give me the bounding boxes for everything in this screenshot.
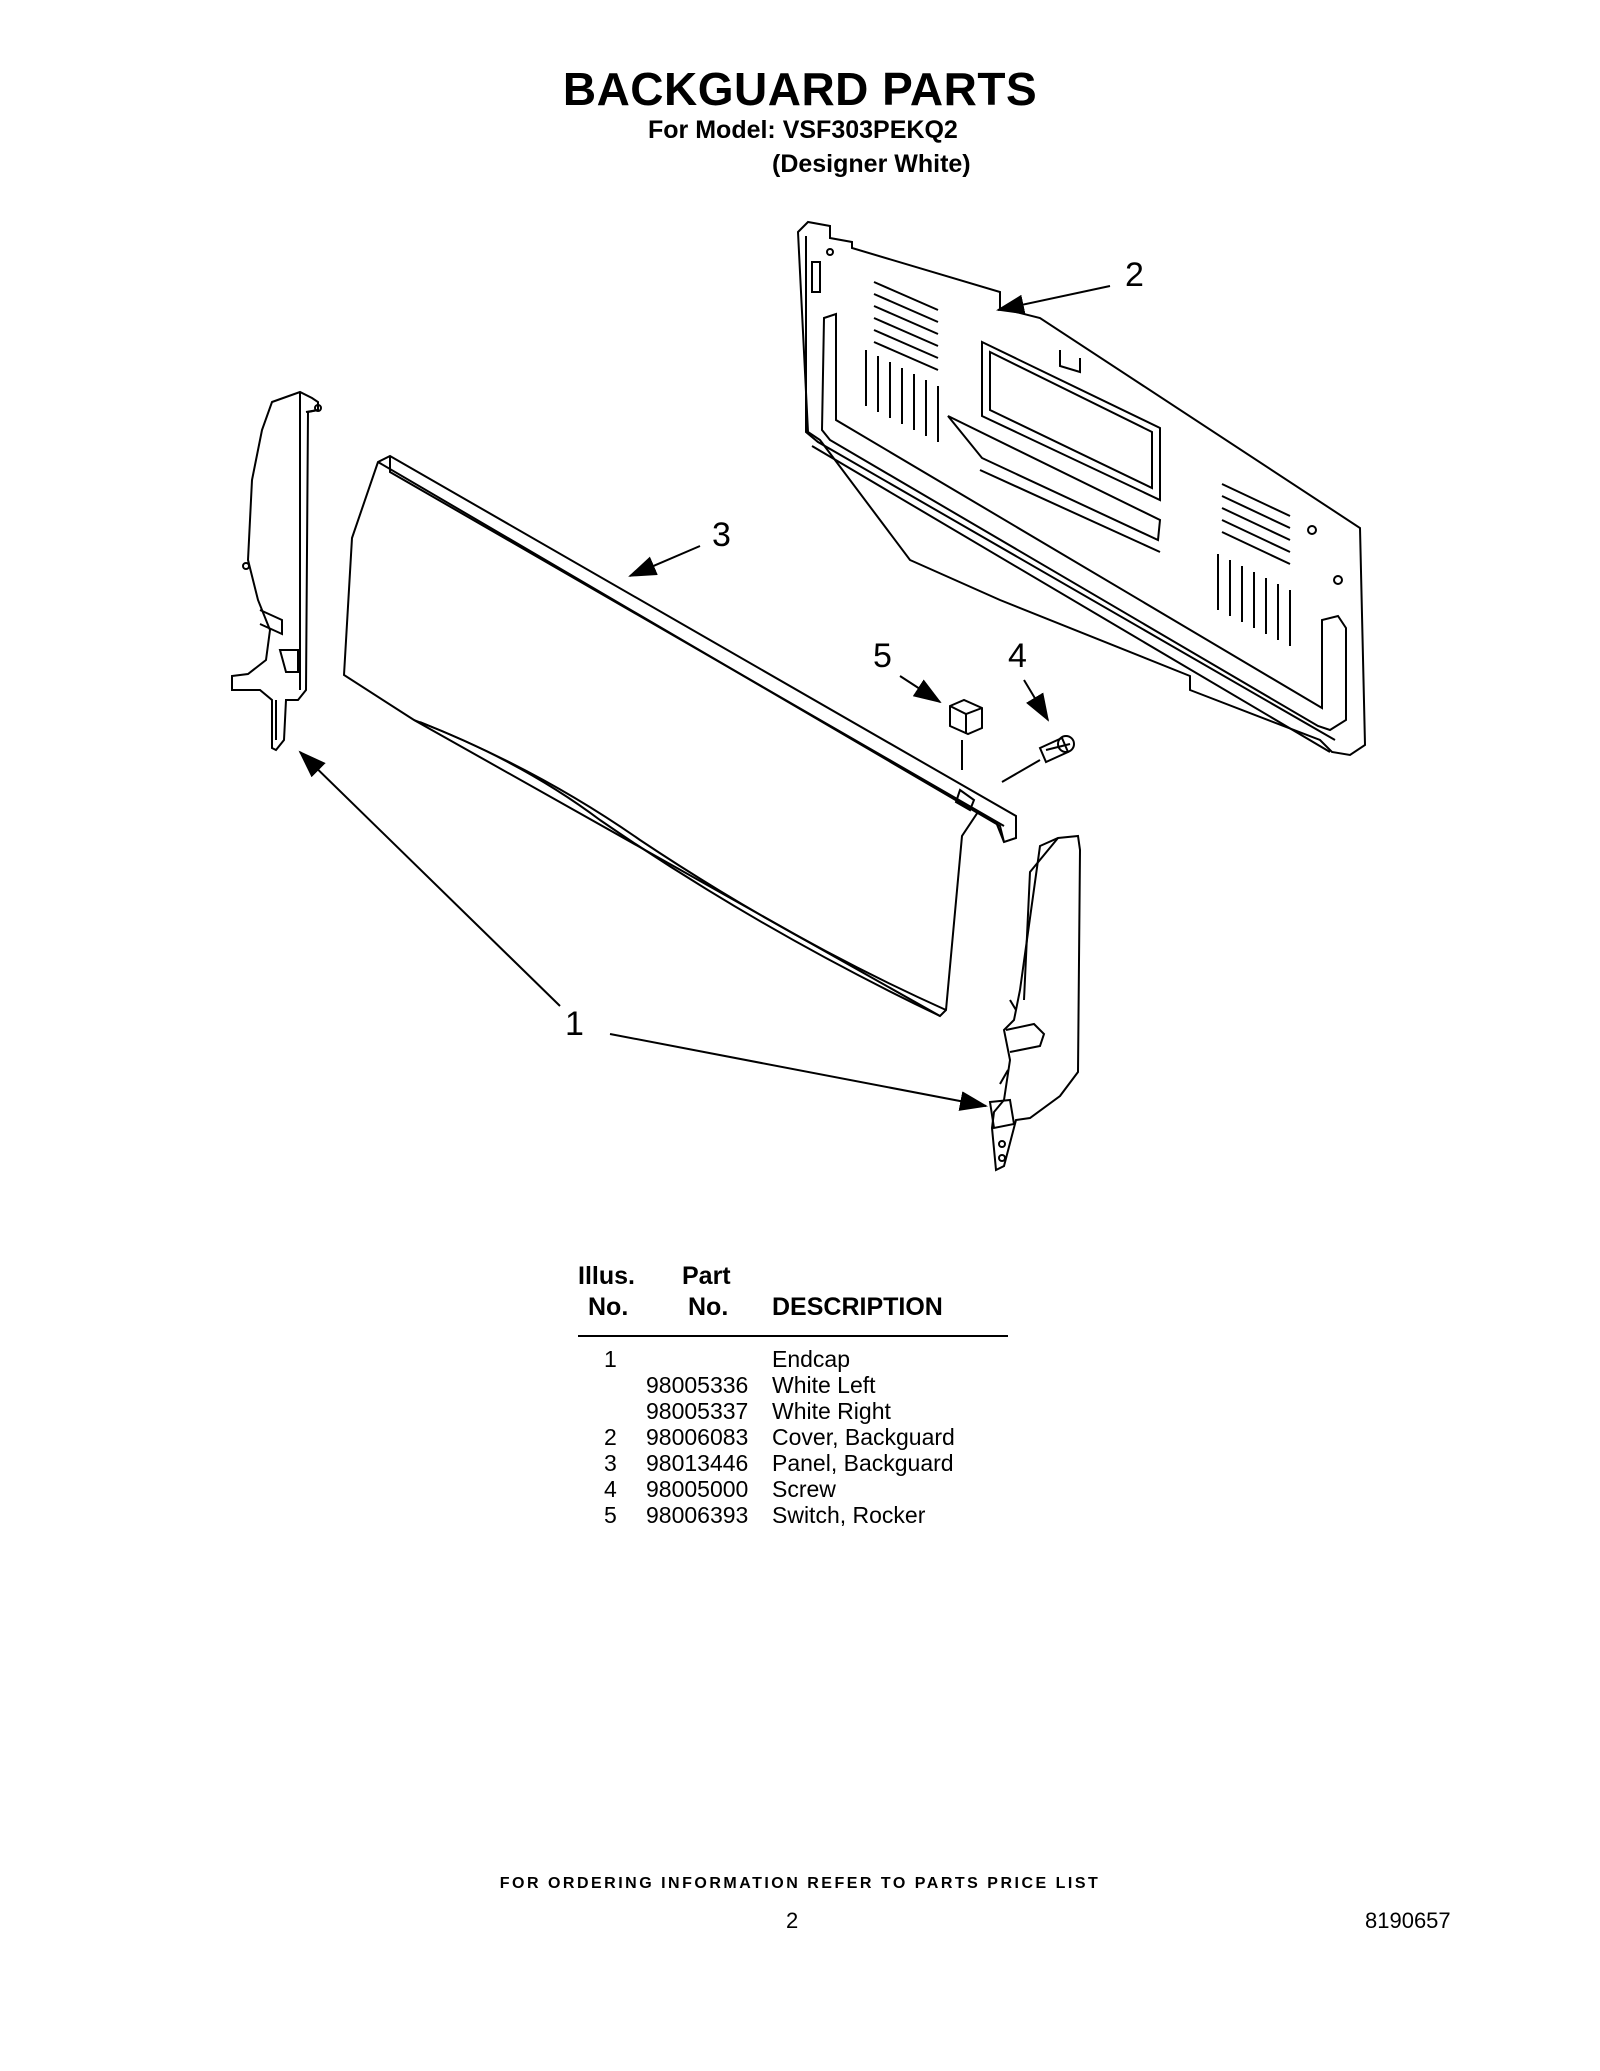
table-row-part: 98006393 (646, 1502, 749, 1528)
leader-arrow-3 (628, 545, 701, 577)
table-row-part: 98005337 (646, 1398, 749, 1424)
leader-lines (298, 285, 1111, 1111)
header-part-top: Part (682, 1262, 731, 1290)
table-row-desc: Screw (772, 1476, 836, 1502)
table-row-desc: Switch, Rocker (772, 1502, 926, 1528)
rocker-switch-drawing (949, 698, 983, 770)
page-number: 2 (786, 1908, 799, 1933)
table-row-desc: White Right (772, 1398, 891, 1424)
page-title: BACKGUARD PARTS (562, 63, 1038, 115)
table-row-desc: White Left (772, 1372, 876, 1398)
leader-arrow-4 (1023, 679, 1050, 722)
model-line: For Model: VSF303PEKQ2 (648, 116, 958, 144)
table-row-illus: 4 (604, 1476, 617, 1502)
header-part-bottom: No. (688, 1293, 729, 1321)
backguard-panel-drawing (342, 454, 1017, 1018)
exploded-parts-diagram: 2 3 5 4 1 (231, 220, 1367, 1172)
leader-arrow-1-left (298, 750, 561, 1007)
callout-5: 5 (873, 637, 892, 675)
leader-arrow-2 (996, 285, 1111, 315)
callout-2: 2 (1125, 256, 1144, 294)
table-row-desc: Endcap (772, 1346, 851, 1372)
table-row-part: 98006083 (646, 1424, 749, 1450)
leader-arrow-5 (899, 675, 942, 704)
table-row-part: 98005336 (646, 1372, 749, 1398)
table-row-part: 98005000 (646, 1476, 749, 1502)
table-row-illus: 5 (604, 1502, 617, 1528)
table-row-desc: Panel, Backguard (772, 1450, 954, 1476)
leader-arrow-1-right (609, 1033, 988, 1111)
document-number: 8190657 (1365, 1908, 1451, 1933)
callout-1: 1 (565, 1005, 584, 1043)
table-row-desc: Cover, Backguard (772, 1424, 955, 1450)
table-row-illus: 2 (604, 1424, 617, 1450)
header-description: DESCRIPTION (772, 1293, 943, 1321)
table-row-illus: 1 (604, 1346, 617, 1372)
callout-3: 3 (712, 516, 731, 554)
backguard-cover-drawing (796, 220, 1367, 757)
variant-line: (Designer White) (772, 150, 971, 178)
table-row-part: 98013446 (646, 1450, 749, 1476)
callout-4: 4 (1008, 637, 1027, 675)
ordering-note: FOR ORDERING INFORMATION REFER TO PARTS … (499, 1875, 1101, 1892)
header-rule (578, 1335, 1008, 1337)
table-row-illus: 3 (604, 1450, 617, 1476)
header-illus-bottom: No. (588, 1293, 629, 1321)
left-endcap-drawing (231, 390, 322, 752)
right-endcap-drawing (988, 834, 1082, 1172)
screw-drawing (1001, 735, 1075, 783)
header-illus-top: Illus. (578, 1262, 635, 1290)
